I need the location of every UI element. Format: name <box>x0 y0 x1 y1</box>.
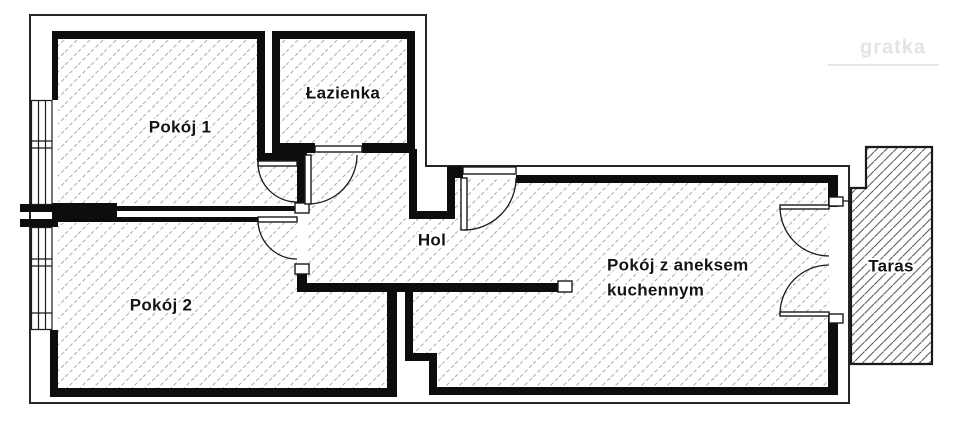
room-lazienka-area <box>280 39 407 143</box>
wall-p1-p2-junction <box>52 203 117 222</box>
room-label-pokoj-2: Pokój 2 <box>130 295 193 314</box>
peninsula-end-cap <box>557 280 573 293</box>
wall-shaft-left <box>409 149 417 219</box>
room-pokoj-1-area <box>58 39 297 204</box>
wall-salon-top <box>516 175 838 183</box>
door-leaf-balcony-bottom <box>779 311 830 317</box>
wall-lazienka-left <box>272 31 280 147</box>
room-hol-salon-area <box>307 153 829 387</box>
window-pokoj-2 <box>30 226 53 331</box>
wall-entry-jamb <box>452 166 463 178</box>
wall-salon-left <box>405 292 413 361</box>
jamb-hol-upper <box>294 202 310 214</box>
wall-lazienka-bottom-left <box>272 143 315 153</box>
door-pokoj-2 <box>257 216 298 260</box>
door-balcony <box>779 204 830 317</box>
wall-shaft-right <box>447 166 455 219</box>
wall-pokoj1-top <box>52 31 265 39</box>
room-label-hol: Hol <box>418 230 446 249</box>
wall-pokoj2-bottom <box>50 388 397 397</box>
door-arc-pokoj-2 <box>257 219 298 260</box>
room-label-pokoj-1: Pokój 1 <box>149 117 212 136</box>
balcony-jamb-bottom <box>828 313 844 324</box>
wall-salon-step-v <box>429 361 437 395</box>
door-arc-balcony-bottom <box>779 264 830 315</box>
room-labels: Pokój 1 Łazienka Pokój 2 Hol Pokój z ane… <box>128 81 916 316</box>
room-label-salon-line2: kuchennym <box>607 280 704 299</box>
windows <box>30 99 53 331</box>
wall-p1-p2-upper-line <box>117 206 297 211</box>
doors <box>257 154 830 317</box>
wall-salon-right-lower <box>828 315 838 387</box>
door-frames <box>294 145 849 324</box>
wall-p1-p2-lower-line <box>117 217 297 222</box>
door-arc-balcony-top <box>779 206 830 257</box>
building-outline <box>29 14 850 404</box>
door-pokoj-1 <box>257 160 298 203</box>
wall-lazienka-bottom-right <box>362 143 415 153</box>
room-label-salon-line1: Pokój z aneksem <box>607 255 749 274</box>
wall-window-pier-bottom <box>20 219 58 227</box>
wall-salon-bottom <box>429 387 838 395</box>
wall-salon-step-h <box>405 353 437 361</box>
wall-pokoj1-step <box>257 153 307 162</box>
terrace-area <box>849 145 934 366</box>
room-pokoj-2-area <box>58 223 387 388</box>
jamb-hol-lower <box>294 263 310 275</box>
wall-kitchen-peninsula <box>297 283 558 292</box>
wall-salon-right-upper <box>828 183 838 207</box>
wall-window-pier-top <box>20 204 58 212</box>
door-leaf-pokoj-2 <box>257 216 298 223</box>
door-leaf-balcony-top <box>779 204 830 210</box>
door-arc-pokoj-1 <box>257 162 298 203</box>
wall-pokoj1-right <box>257 31 265 157</box>
wall-left-lower <box>50 330 58 397</box>
wall-left-upper <box>52 31 58 100</box>
watermark-text: gratka <box>860 36 926 58</box>
watermark: gratka <box>828 36 939 66</box>
door-leaf-pokoj-1 <box>257 160 298 167</box>
wall-lazienka-top <box>272 31 415 39</box>
balcony-jamb-top <box>828 196 844 207</box>
door-lazienka <box>304 154 358 205</box>
room-areas <box>58 39 934 388</box>
wall-shaft-bottom <box>409 211 455 219</box>
wall-hol-left-upper <box>297 162 307 204</box>
entry-door-frame <box>462 166 517 175</box>
room-label-taras: Taras <box>868 256 914 275</box>
door-leaf-lazienka <box>304 154 312 205</box>
door-leaf-entry <box>460 177 468 231</box>
room-label-lazienka: Łazienka <box>306 83 380 102</box>
wall-lazienka-right <box>407 31 415 147</box>
bathroom-door-frame <box>314 145 363 153</box>
wall-pokoj2-right <box>387 292 397 397</box>
window-pokoj-1 <box>30 99 53 206</box>
door-arc-lazienka <box>307 154 358 205</box>
door-entry <box>460 177 517 231</box>
walls <box>20 31 838 397</box>
door-arc-entry <box>463 177 517 231</box>
